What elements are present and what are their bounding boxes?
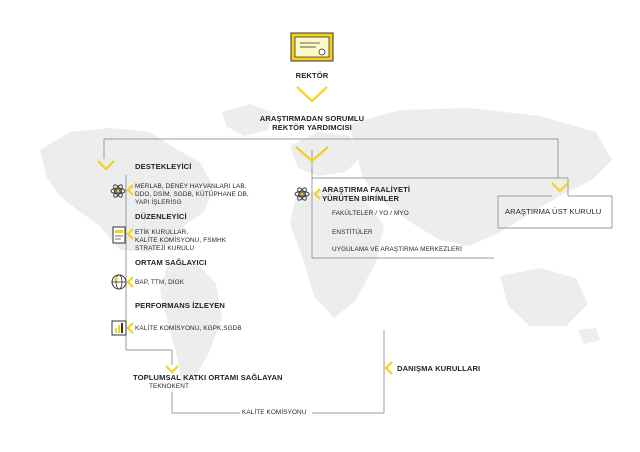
- globe-icon: [111, 274, 127, 290]
- destekleyici-heading: DESTEKLEYİCİ: [135, 162, 192, 171]
- destekleyici-item: YAPI İŞLERİSG: [135, 199, 182, 206]
- ortam-items: BAP, TTM, DİGK: [135, 279, 185, 286]
- danisma-kurullari-label: DANIŞMA KURULLARI: [397, 364, 481, 373]
- ust-kurul-label: ARAŞTIRMA ÜST KURULU: [505, 207, 602, 216]
- world-map-background: [40, 104, 612, 384]
- vice-rector-line2: REKTÖR YARDIMCISI: [272, 123, 352, 132]
- ortam-heading: ORTAM SAĞLAYICI: [135, 258, 207, 267]
- enstituler-label: ENSTİTÜLER: [332, 229, 373, 236]
- fakulteler-label: FAKÜLTELER / YO / MYO: [332, 210, 409, 217]
- performans-items: KALİTE KOMİSYONU, KGPK,SGDB: [135, 325, 242, 332]
- duzenleyici-heading: DÜZENLEYİCİ: [135, 212, 187, 221]
- performans-heading: PERFORMANS İZLEYEN: [135, 301, 225, 310]
- atom-icon: [294, 187, 310, 201]
- destekleyici-item: MERLAB, DENEY HAYVANLARI LAB.: [135, 183, 247, 190]
- duzenleyici-item: ETİK KURULLAR,: [135, 229, 189, 236]
- merkezler-label: UYGULAMA VE ARAŞTIRMA MERKEZLERİ: [332, 246, 462, 253]
- vice-rector-line1: ARAŞTIRMADAN SORUMLU: [259, 114, 365, 123]
- faaliyet-heading-line2: YÜRÜTEN BİRİMLER: [322, 194, 400, 203]
- teknokent-label: TEKNOKENT: [149, 383, 189, 390]
- chart-icon: [111, 320, 127, 336]
- certificate-icon: [290, 32, 334, 62]
- faaliyet-heading-line1: ARAŞTIRMA FAALİYETİ: [322, 185, 411, 194]
- duzenleyici-item: STRATEJİ KURULU: [135, 245, 195, 252]
- destekleyici-item: DDO, DSİM, SGDB, KÜTÜPHANE DB,: [135, 191, 249, 198]
- rektor-label: REKTÖR: [295, 71, 329, 80]
- duzenleyici-item: KALİTE KOMİSYONU, FSMHK: [135, 237, 227, 244]
- atom-icon: [110, 184, 126, 198]
- document-icon: [112, 226, 126, 244]
- toplumsal-heading: TOPLUMSAL KATKI ORTAMI SAĞLAYAN: [133, 373, 283, 382]
- kalite-komisyonu-label: KALİTE KOMİSYONU: [242, 409, 307, 416]
